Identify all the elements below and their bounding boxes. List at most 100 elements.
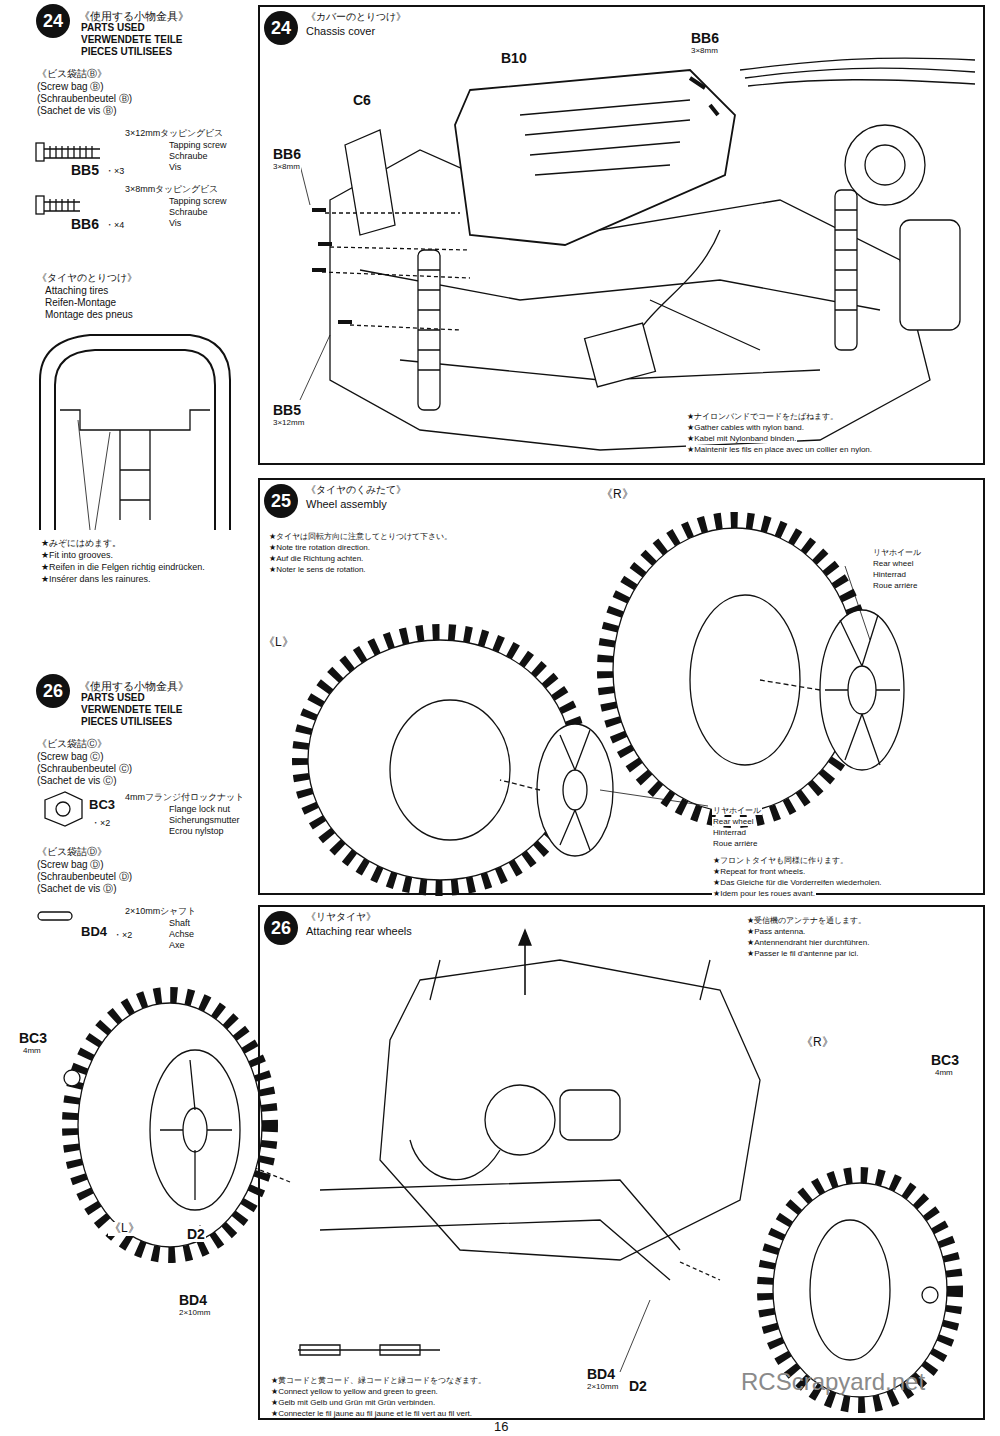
note-text: ★黄コードと黄コード、緑コードと緑コードをつなぎます。 bbox=[270, 1376, 487, 1385]
step-number-text: 26 bbox=[271, 918, 291, 939]
note-text: 4mmフランジ付ロックナット bbox=[124, 792, 245, 802]
note-text: 3×8mm bbox=[690, 46, 719, 55]
note-text: Shaft bbox=[168, 918, 191, 928]
step-number: 24 bbox=[264, 11, 298, 45]
step-number: 25 bbox=[264, 484, 298, 518]
note-text: ・×2 bbox=[112, 930, 133, 940]
note-text: Attaching tires bbox=[44, 285, 109, 297]
tire-drawing bbox=[300, 520, 904, 888]
part-callout: BB6 bbox=[70, 216, 100, 232]
note-text: 《L》 bbox=[262, 636, 295, 650]
note-text: Ecrou nylstop bbox=[168, 826, 225, 836]
part-callout: BB6 bbox=[272, 146, 302, 162]
note-text: 2×10mm bbox=[178, 1308, 211, 1317]
note-text: Vis bbox=[168, 162, 182, 172]
rear-drawing bbox=[64, 930, 955, 1405]
part-callout: BB6 bbox=[690, 30, 720, 46]
note-text: 《R》 bbox=[800, 1036, 835, 1050]
note-text: 16 bbox=[493, 1420, 509, 1435]
part-callout: BC3 bbox=[88, 798, 116, 813]
note-text: Flange lock nut bbox=[168, 804, 231, 814]
note-text: (Sachet de vis Ⓓ) bbox=[36, 883, 117, 895]
note-text: Hinterrad bbox=[712, 828, 747, 837]
note-text: 2×10mm bbox=[586, 1382, 619, 1391]
note-text: ★Connecter le fil jaune au fil jaune et … bbox=[270, 1409, 473, 1418]
note-text: 3×8mm bbox=[272, 162, 301, 171]
note-text: 《R》 bbox=[600, 488, 635, 502]
note-text: Axe bbox=[168, 940, 186, 950]
note-text: 《ビス袋詰Ⓒ》 bbox=[36, 738, 108, 750]
part-callout: VERWENDETE TEILE bbox=[80, 704, 184, 716]
note-text: ★Reifen in die Felgen richtig eindrücken… bbox=[40, 562, 206, 572]
step-panel: 《カバーのとりつけ》 Chassis cover 24 bbox=[258, 5, 985, 465]
step-number: 26 bbox=[264, 911, 298, 945]
note-text: ★Kabel mit Nylonband binden. bbox=[686, 434, 797, 443]
note-text: (Sachet de vis Ⓑ) bbox=[36, 105, 117, 117]
part-callout: BB5 bbox=[70, 162, 100, 178]
note-text: ★Maintenir les fils en place avec un col… bbox=[686, 445, 873, 454]
part-callout: C6 bbox=[352, 92, 372, 108]
step-heading: 《タイヤのくみたて》 bbox=[306, 484, 406, 496]
step-number: 26 bbox=[36, 674, 70, 708]
chassis-drawing bbox=[300, 58, 975, 450]
note-text: ★Insérer dans les rainures. bbox=[40, 574, 152, 584]
note-text: (Schraubenbeutel Ⓒ) bbox=[36, 763, 133, 775]
note-text: リヤホイール bbox=[712, 806, 762, 815]
note-text: ★Connect yellow to yellow and green to g… bbox=[270, 1387, 439, 1396]
note-text: Tapping screw bbox=[168, 196, 228, 206]
note-text: 《タイヤのとりつけ》 bbox=[36, 272, 138, 284]
step-heading: 《カバーのとりつけ》 bbox=[306, 11, 406, 23]
part-callout: PARTS USED bbox=[80, 692, 146, 704]
note-text: ★Auf die Richtung achten. bbox=[268, 554, 364, 563]
note-text: Schraube bbox=[168, 207, 209, 217]
note-text: Rear wheel bbox=[712, 817, 754, 826]
note-text: 4mm bbox=[22, 1046, 42, 1055]
note-text: (Screw bag Ⓒ) bbox=[36, 751, 105, 763]
note-text: Sicherungsmutter bbox=[168, 815, 241, 825]
note-text: ・×4 bbox=[104, 220, 125, 230]
note-text: Roue arrière bbox=[712, 839, 758, 848]
part-callout: BD4 bbox=[178, 1292, 208, 1308]
step-heading: Chassis cover bbox=[306, 25, 375, 38]
part-callout: D2 bbox=[186, 1226, 206, 1242]
step-number-text: 26 bbox=[43, 681, 63, 702]
note-text: ★タイヤは回転方向に注意してとりつけて下さい。 bbox=[268, 532, 453, 541]
note-text: ★Gather cables with nylon band. bbox=[686, 423, 805, 432]
note-text: RCScrapyard.net bbox=[740, 1368, 926, 1396]
step-heading: Wheel assembly bbox=[306, 498, 387, 511]
part-callout: PIECES UTILISEES bbox=[80, 716, 173, 728]
note-text: Hinterrad bbox=[872, 570, 907, 579]
note-text: ★ナイロンバンドでコードをたばねます。 bbox=[686, 412, 839, 421]
part-callout: BD4 bbox=[80, 925, 108, 940]
note-text: ★Noter le sens de rotation. bbox=[268, 565, 367, 574]
note-text: ★Passer le fil d'antenne par ici. bbox=[746, 949, 859, 958]
note-text: 2×10mmシャフト bbox=[124, 906, 197, 916]
note-text: 《ビス袋詰Ⓓ》 bbox=[36, 846, 108, 858]
note-text: Rear wheel bbox=[872, 559, 914, 568]
note-text: (Schraubenbeutel Ⓑ) bbox=[36, 93, 133, 105]
note-text: ・×3 bbox=[104, 166, 125, 176]
part-callout: BC3 bbox=[18, 1030, 48, 1046]
note-text: ★Antennendraht hier durchführen. bbox=[746, 938, 870, 947]
note-text: (Sachet de vis Ⓒ) bbox=[36, 775, 117, 787]
step-number: 24 bbox=[36, 4, 70, 38]
part-callout: B10 bbox=[500, 50, 528, 66]
note-text: リヤホイール bbox=[872, 548, 922, 557]
note-text: Montage des pneus bbox=[44, 309, 134, 321]
note-text: Vis bbox=[168, 218, 182, 228]
part-callout: BB5 bbox=[272, 402, 302, 418]
note-text: (Screw bag Ⓑ) bbox=[36, 81, 105, 93]
note-text: Reifen-Montage bbox=[44, 297, 117, 309]
note-text: Schraube bbox=[168, 151, 209, 161]
part-callout: PIECES UTILISEES bbox=[80, 46, 173, 58]
step-number-text: 24 bbox=[271, 18, 291, 39]
note-text: ★Pass antenna. bbox=[746, 927, 806, 936]
note-text: 3×8mmタッピングビス bbox=[124, 184, 219, 194]
note-text: Achse bbox=[168, 929, 195, 939]
note-text: ★みぞにはめます。 bbox=[40, 538, 122, 548]
part-callout: BC3 bbox=[930, 1052, 960, 1068]
note-text: ★Fit into grooves. bbox=[40, 550, 114, 560]
step-panel: 《リヤタイヤ》Attaching rear wheels26 bbox=[258, 905, 985, 1420]
screw-icon bbox=[36, 143, 100, 214]
